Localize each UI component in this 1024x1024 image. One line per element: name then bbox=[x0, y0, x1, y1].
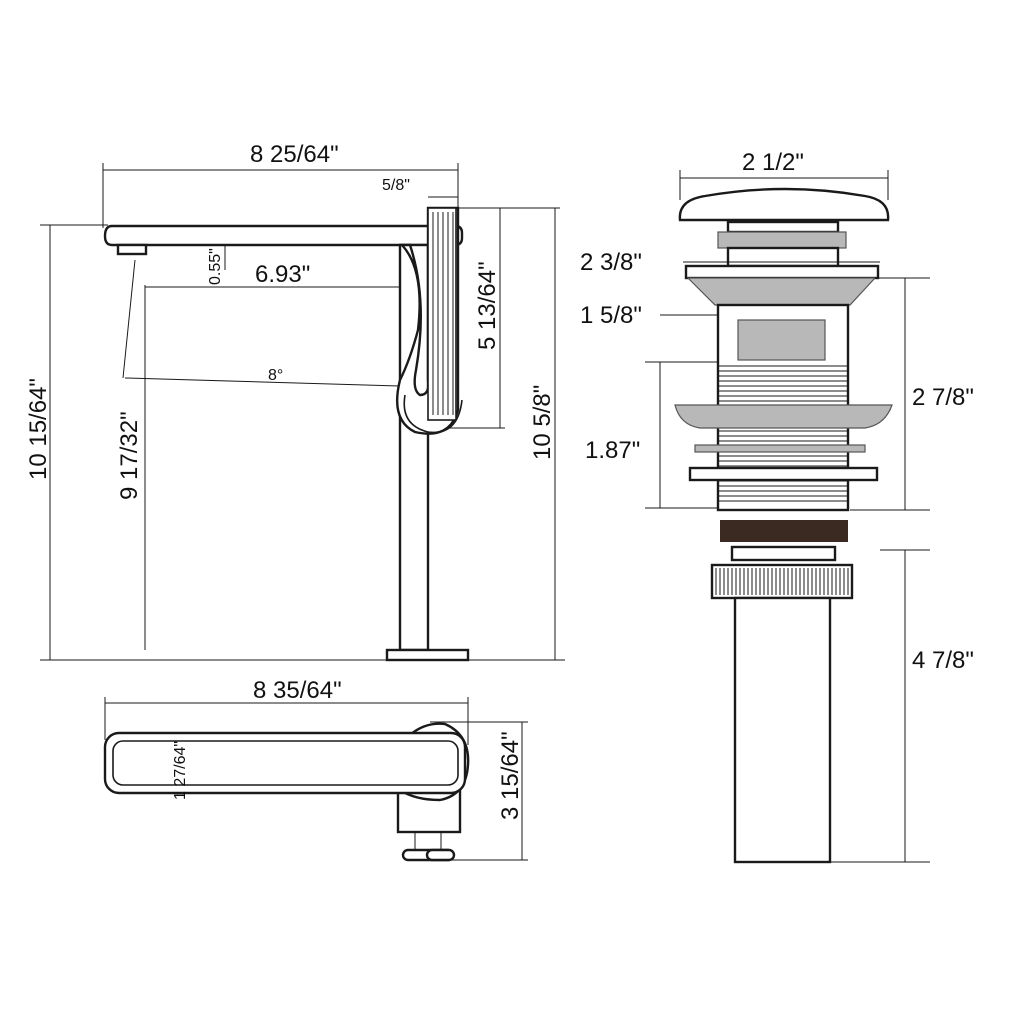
label-overall-height-left: 10 15/64" bbox=[25, 378, 52, 480]
cap-seal bbox=[717, 231, 847, 249]
pop-up-drain: 2 1/2" 2 3/8" 1 5/8" 2 7/8" 1.87" 4 7/8" bbox=[580, 149, 974, 864]
faucet-side-view: 8 25/64" 5/8" 0.55" 6.93" 8° 10 15/64" 9… bbox=[25, 141, 565, 662]
faucet-base bbox=[385, 648, 470, 662]
label-spout-thickness: 0.55" bbox=[207, 248, 224, 285]
label-body-diameter: 1 5/8" bbox=[580, 302, 642, 329]
label-cap-diameter: 2 1/2" bbox=[742, 149, 804, 176]
label-angle: 8° bbox=[268, 367, 283, 384]
knurled-nut bbox=[710, 563, 854, 600]
faucet-top-view: 8 35/64" 1 27/64" 3 15/64" bbox=[103, 677, 528, 862]
lock-nut bbox=[688, 466, 879, 482]
label-tailpiece-length: 4 7/8" bbox=[912, 647, 974, 674]
drain-cap bbox=[678, 187, 890, 222]
label-handle-height: 5 13/64" bbox=[474, 261, 501, 350]
overflow-window bbox=[737, 319, 826, 361]
faucet-body bbox=[398, 243, 430, 652]
label-handle-width: 5/8" bbox=[382, 177, 410, 194]
tailpiece bbox=[733, 596, 832, 864]
label-flange-height: 2 7/8" bbox=[912, 384, 974, 411]
drain-flange bbox=[686, 277, 877, 306]
rubber-washer bbox=[720, 520, 848, 542]
knurl-pattern bbox=[715, 568, 849, 595]
label-top-depth: 3 15/64" bbox=[497, 731, 524, 820]
top-spout-inner bbox=[112, 740, 459, 786]
angle-dim bbox=[124, 377, 401, 387]
gasket bbox=[674, 404, 893, 429]
label-overall-height-right: 10 5/8" bbox=[529, 385, 556, 460]
label-spout-reach: 6.93" bbox=[255, 261, 310, 288]
handle-loop bbox=[403, 394, 463, 434]
label-flange-diameter: 2 3/8" bbox=[580, 249, 642, 276]
label-spout-width: 1 27/64" bbox=[172, 741, 189, 800]
top-spout-outline bbox=[103, 731, 467, 795]
aerator bbox=[116, 243, 148, 256]
washer-gray bbox=[694, 444, 866, 453]
label-top-length: 8 35/64" bbox=[253, 677, 342, 704]
label-spout-height: 9 17/32" bbox=[116, 411, 143, 500]
top-foot bbox=[425, 848, 456, 862]
label-thread-length: 1.87" bbox=[585, 437, 640, 464]
handle-grip-stripes bbox=[427, 207, 457, 421]
spout bbox=[103, 224, 464, 247]
label-overall-length: 8 25/64" bbox=[250, 141, 339, 168]
